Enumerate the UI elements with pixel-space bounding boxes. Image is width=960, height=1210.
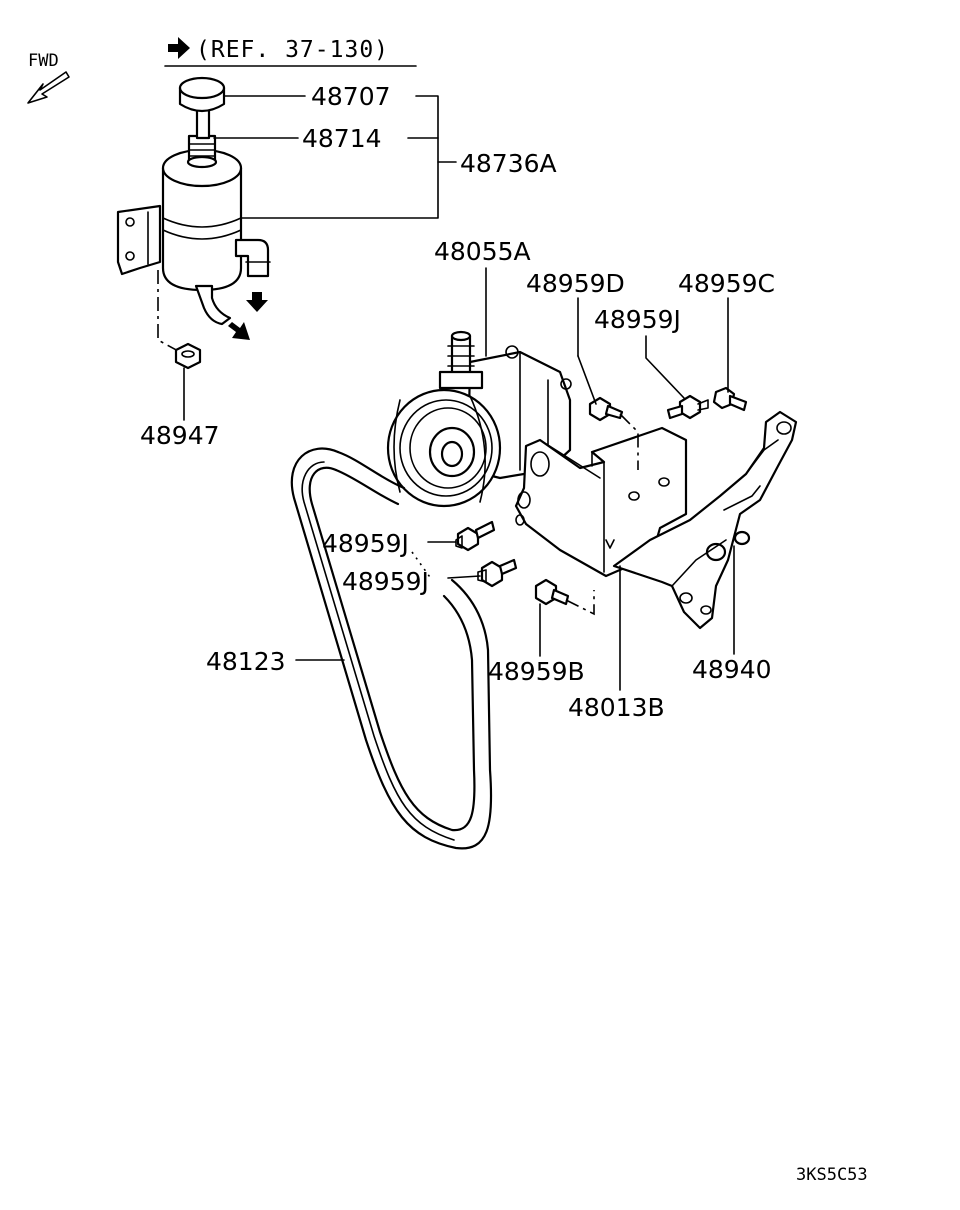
bolt-48959j-top (666, 394, 709, 420)
belt-outer (290, 447, 493, 850)
fwd-indicator: FWD (27, 51, 70, 104)
brace (612, 410, 798, 630)
label-48959j-left-2: 48959J (342, 567, 429, 596)
bolt-48959c (712, 386, 748, 412)
reservoir-leaders (183, 95, 457, 421)
label-48940: 48940 (692, 655, 772, 684)
pump-leaders (295, 267, 735, 691)
fwd-label: FWD (28, 51, 59, 71)
label-48013b: 48013B (568, 693, 665, 722)
reservoir-nut (174, 342, 202, 370)
label-48959b: 48959B (488, 657, 585, 686)
bracket-plate (514, 426, 688, 578)
bolts (455, 386, 748, 616)
reservoir-bracket (116, 204, 162, 276)
part-labels: 48707 48714 48736A 48947 48055A 48959D 4… (140, 82, 775, 722)
belt-inner (308, 466, 476, 832)
label-48123: 48123 (206, 647, 286, 676)
bolt-48959j-left-2 (477, 558, 518, 588)
label-48959c: 48959C (678, 269, 775, 298)
reference-note: (REF. 37-130) (164, 37, 417, 67)
label-48959j-left-1: 48959J (322, 529, 409, 558)
bolt-48959j-left-1 (455, 520, 496, 552)
label-48736a: 48736A (460, 149, 557, 178)
label-48707: 48707 (311, 82, 391, 111)
label-48947: 48947 (140, 421, 220, 450)
flow-arrow-down-icon (246, 292, 268, 312)
fwd-arrow-icon (27, 71, 70, 104)
diagram-code: 3KS5C53 (796, 1165, 868, 1185)
label-48714: 48714 (302, 124, 382, 153)
label-48055a: 48055A (434, 237, 531, 266)
pump-bracket (514, 426, 688, 578)
reservoir-assembly (116, 76, 271, 370)
ref-arrow-icon (168, 37, 190, 59)
label-48959d: 48959D (526, 269, 625, 298)
label-48959j-top: 48959J (594, 305, 681, 334)
bolt-48959b (534, 578, 595, 616)
reference-text: (REF. 37-130) (196, 37, 389, 63)
flow-arrow-diag-icon (228, 322, 250, 340)
brace-arm (612, 410, 798, 630)
drive-belt (290, 447, 493, 850)
